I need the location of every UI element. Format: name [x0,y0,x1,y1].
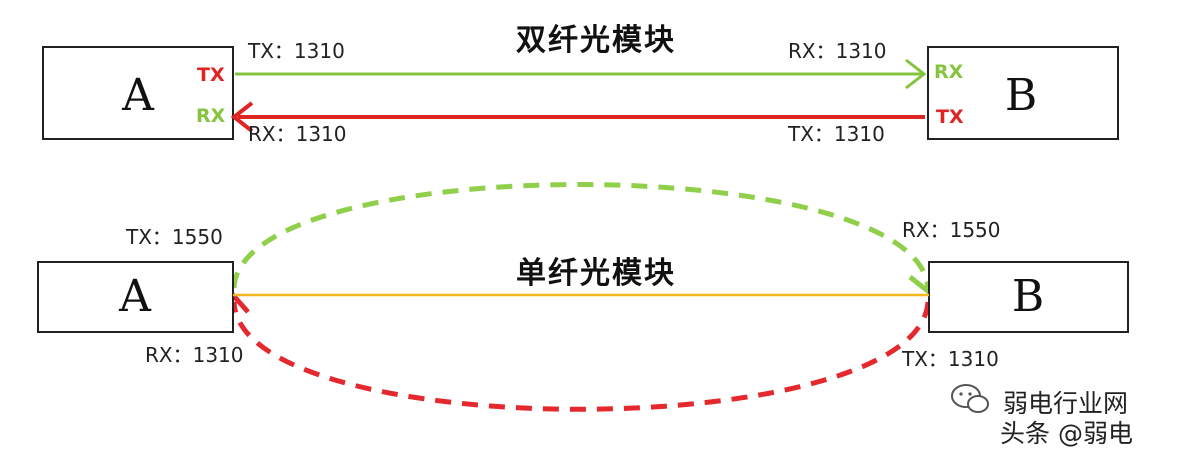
single-fiber-section: A B 单纤光模块 TX：1550 RX：1310 RX：1550 TX：131… [37,182,1129,412]
single-b-rx-wavelength: RX：1550 [902,218,1001,242]
single-green-dashed-arc [231,182,931,289]
single-node-b-label: B [1012,271,1044,322]
dual-node-b-rx-port: RX [934,61,964,83]
dual-fiber-section: 双纤光模块 A TX RX B RX TX TX：1310 RX：1310 RX… [42,23,1119,146]
dual-node-b-box [927,46,1119,140]
watermark-line1: 弱电行业网 [1003,389,1128,418]
dual-red-arrowhead [230,101,254,133]
dual-node-a-label: A [121,70,155,121]
dual-a-rx-wavelength: RX：1310 [248,122,347,146]
dual-node-b-tx-port: TX [936,106,964,128]
single-a-rx-wavelength: RX：1310 [145,343,244,367]
dual-node-b-label: B [1005,70,1037,121]
dual-node-a-box [42,46,234,140]
watermark: 弱电行业网 头条 @弱电 [951,384,1133,448]
watermark-line2: 头条 @弱电 [1000,419,1133,448]
single-red-dashed-arc [231,301,931,412]
dual-green-arrowhead [905,58,927,90]
single-a-tx-wavelength: TX：1550 [125,225,223,249]
dual-b-rx-wavelength: RX：1310 [788,39,887,63]
single-b-tx-wavelength: TX：1310 [901,347,999,371]
dual-b-tx-wavelength: TX：1310 [787,122,885,146]
dual-fiber-title: 双纤光模块 [516,23,676,58]
single-node-a-box [37,261,234,333]
dual-a-tx-wavelength: TX：1310 [247,39,345,63]
dual-node-a-rx-port: RX [196,105,226,127]
single-fiber-title: 单纤光模块 [516,256,676,291]
single-node-a-label: A [118,271,152,322]
single-node-b-box [928,261,1129,333]
wechat-logo-icon [951,384,989,413]
dual-node-a-tx-port: TX [197,64,225,86]
